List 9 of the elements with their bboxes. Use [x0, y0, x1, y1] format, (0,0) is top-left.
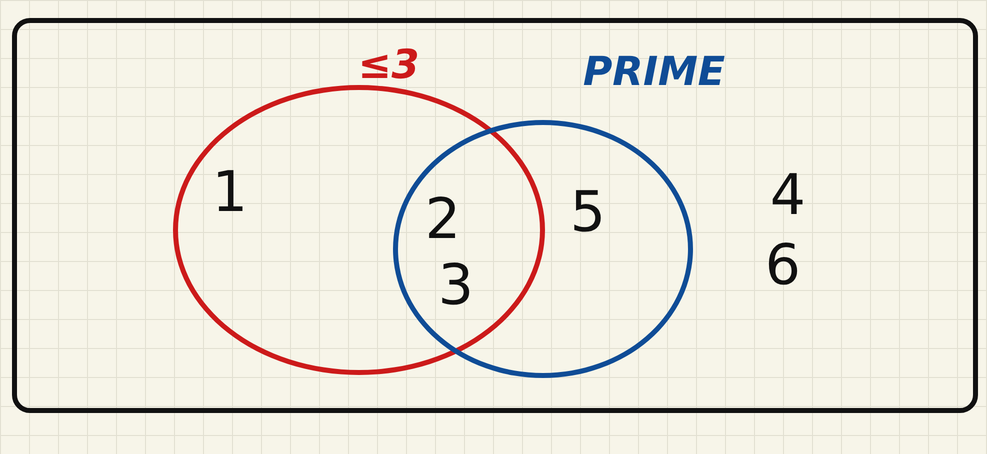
- element-number: 6: [765, 238, 801, 294]
- element-number: 4: [770, 168, 806, 224]
- element-number: 5: [570, 185, 606, 241]
- set-label: PRIME: [583, 52, 726, 92]
- element-number: 3: [438, 258, 474, 314]
- element-number: 2: [425, 192, 461, 248]
- element-number: 1: [212, 165, 248, 221]
- universal-set-frame: [12, 18, 978, 413]
- set-label: ≤3: [358, 45, 420, 85]
